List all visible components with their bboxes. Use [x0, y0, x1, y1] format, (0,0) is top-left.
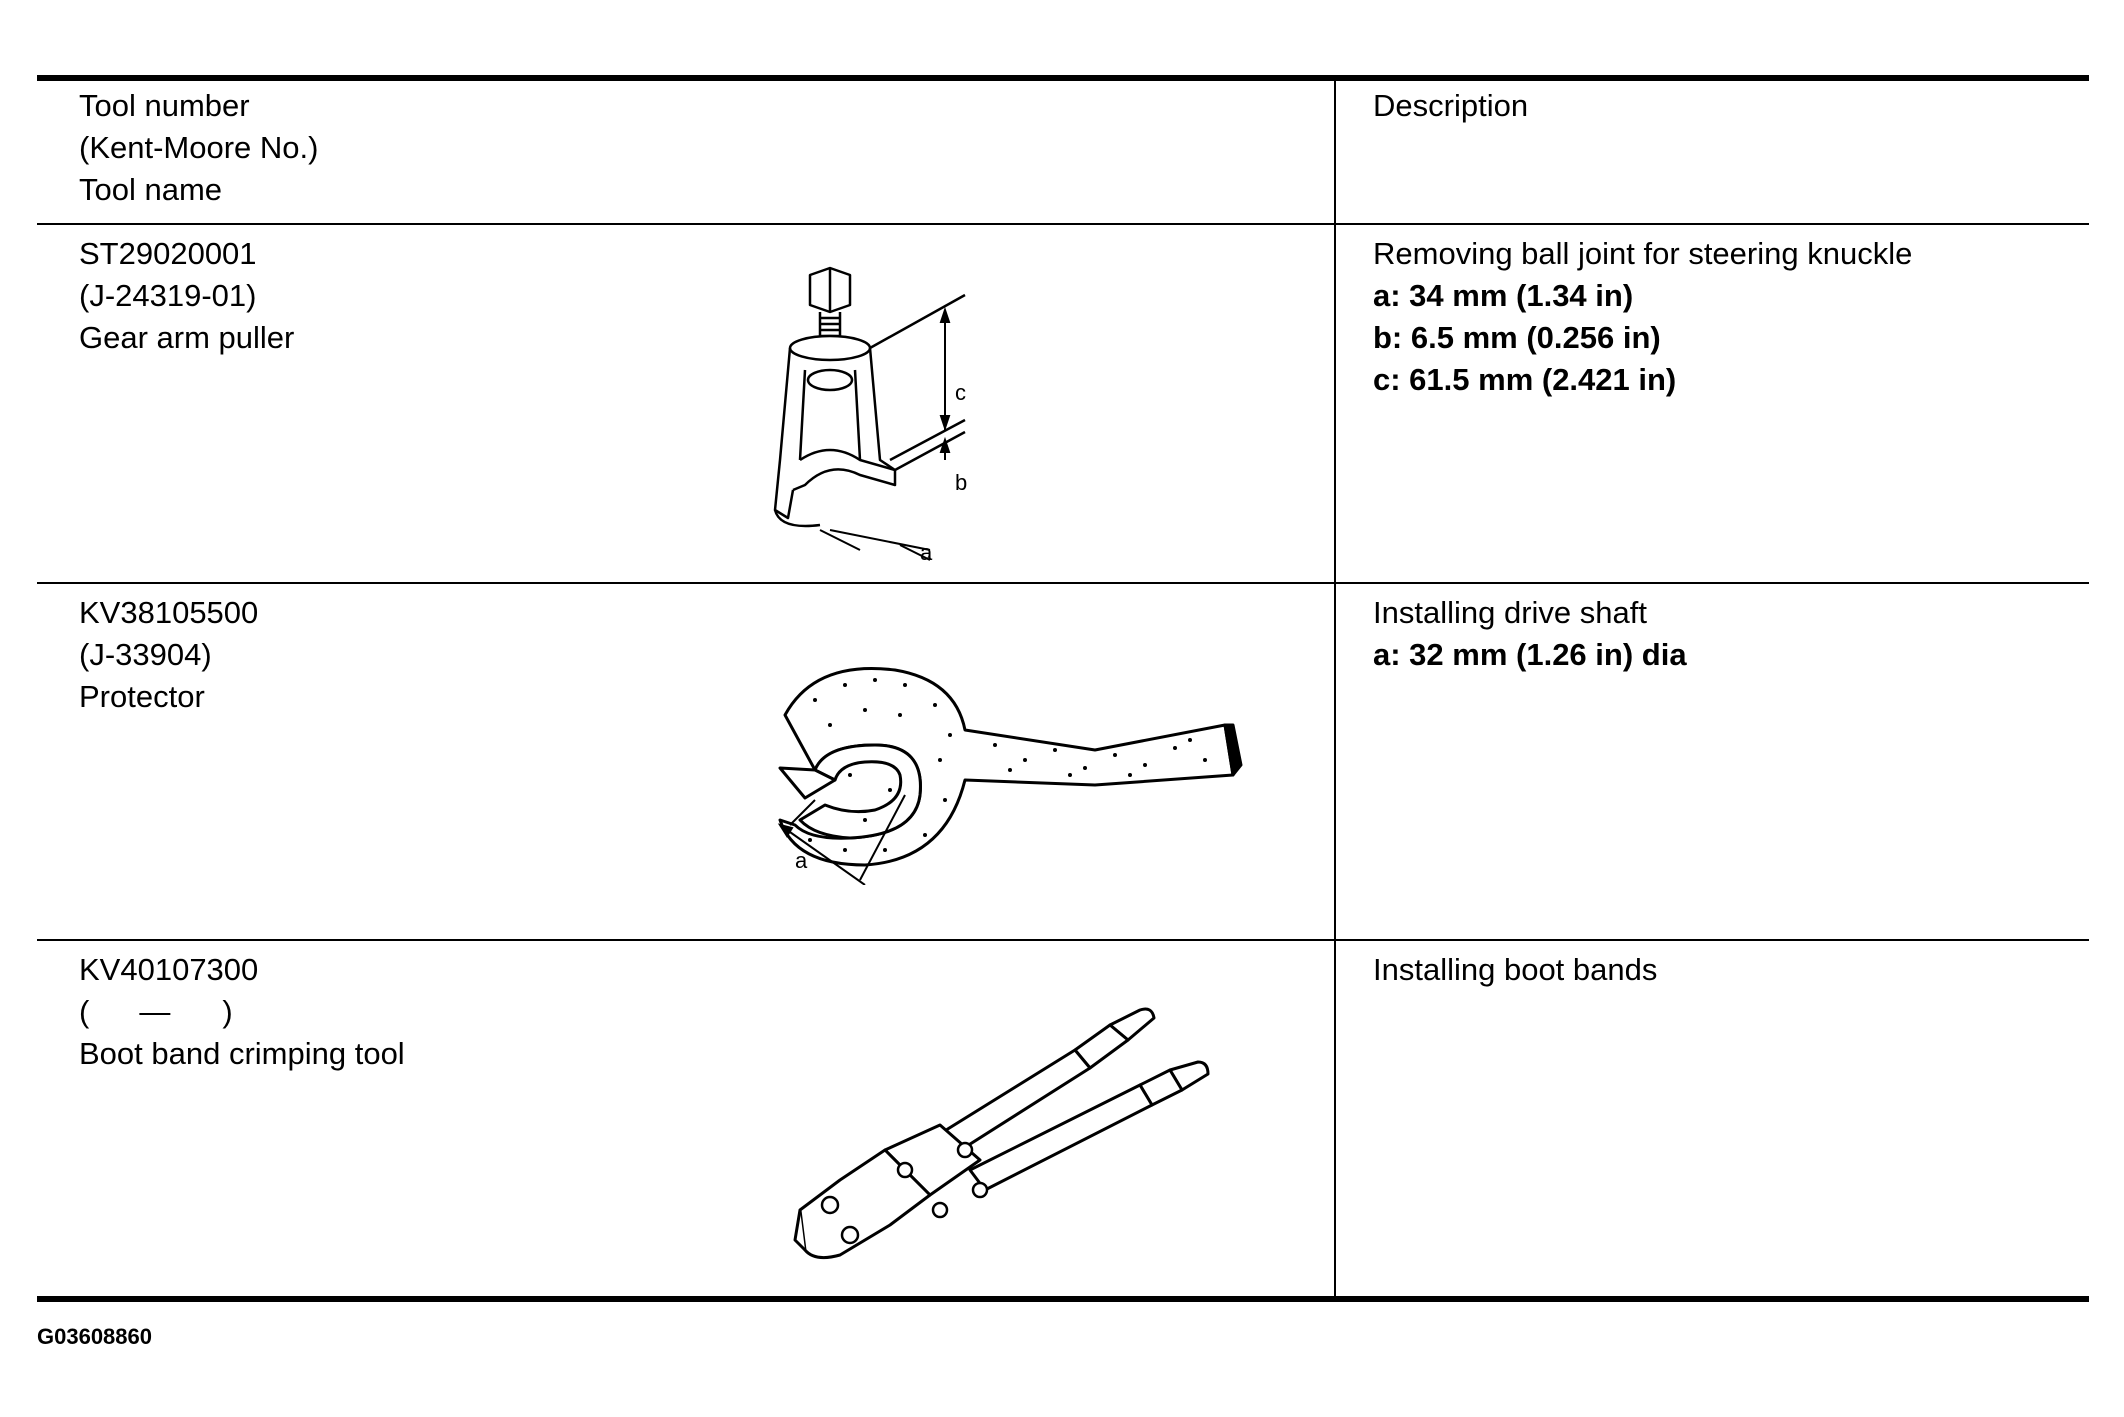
- kent-moore-number: (J-24319-01): [79, 278, 257, 313]
- row-3-tool: KV40107300 ( —) Boot band crimping tool: [79, 949, 405, 1075]
- tool-number: KV38105500: [79, 595, 259, 630]
- row-2-tool: KV38105500 (J-33904) Protector: [79, 592, 258, 718]
- row-divider-2: [37, 939, 2089, 941]
- kent-moore-number: (J-33904): [79, 637, 212, 672]
- header-tool-number: Tool number: [79, 88, 250, 123]
- tool-name: Boot band crimping tool: [79, 1036, 405, 1071]
- dim-label-b: b: [955, 470, 967, 495]
- header-tool-name: Tool name: [79, 172, 223, 207]
- figure-id: G03608860: [37, 1324, 152, 1349]
- spec-c: c: 61.5 mm (2.421 in): [1373, 362, 1677, 397]
- description-text: Installing boot bands: [1373, 952, 1658, 987]
- tool-number: KV40107300: [79, 952, 259, 987]
- boot-band-crimping-tool-illustration: [793, 1007, 1210, 1260]
- header-description: Description: [1373, 85, 1528, 127]
- description-text: Removing ball joint for steering knuckle: [1373, 236, 1913, 271]
- header-description-label: Description: [1373, 88, 1529, 123]
- dim-label-c: c: [955, 380, 966, 405]
- spec-a: a: 32 mm (1.26 in) dia: [1373, 637, 1687, 672]
- column-divider: [1334, 78, 1336, 1300]
- paren-close: ): [222, 994, 233, 1029]
- header-tool-column: Tool number (Kent-Moore No.) Tool name: [79, 85, 318, 211]
- row-1-tool: ST29020001 (J-24319-01) Gear arm puller: [79, 233, 294, 359]
- protector-illustration: a: [777, 666, 1243, 885]
- dim-label-a: a: [920, 540, 933, 565]
- row-3-description: Installing boot bands: [1373, 949, 1657, 991]
- tool-name: Protector: [79, 679, 205, 714]
- row-1-description: Removing ball joint for steering knuckle…: [1373, 233, 1912, 401]
- row-divider-1: [37, 582, 2089, 584]
- dim-label-a: a: [795, 848, 808, 873]
- tool-name: Gear arm puller: [79, 320, 295, 355]
- spec-a: a: 34 mm (1.34 in): [1373, 278, 1634, 313]
- header-kent-moore: (Kent-Moore No.): [79, 130, 319, 165]
- description-text: Installing drive shaft: [1373, 595, 1647, 630]
- kent-moore-dash: —: [139, 994, 171, 1029]
- tool-number: ST29020001: [79, 236, 257, 271]
- table-bottom-rule: [37, 1296, 2089, 1302]
- kent-moore-number: ( —): [79, 991, 405, 1033]
- paren-open: (: [79, 994, 90, 1029]
- row-2-description: Installing drive shaft a: 32 mm (1.26 in…: [1373, 592, 1687, 676]
- gear-arm-puller-illustration: c b a: [773, 266, 967, 565]
- spec-b: b: 6.5 mm (0.256 in): [1373, 320, 1661, 355]
- table-top-rule: [37, 75, 2089, 81]
- header-divider: [37, 223, 2089, 225]
